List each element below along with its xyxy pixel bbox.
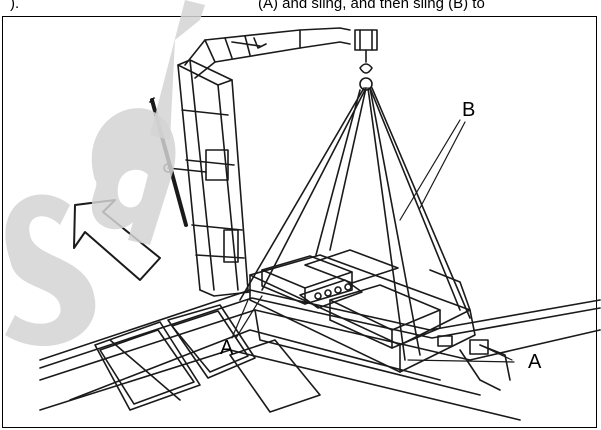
caption-right-fragment: (A) and sling, and then sling (B) to — [258, 0, 485, 12]
callout-label-b: B — [462, 99, 476, 121]
callout-label-a-left: A — [220, 337, 234, 359]
figure-frame — [2, 16, 597, 428]
caption-strip: ). (A) and sling, and then sling (B) to — [0, 0, 601, 16]
floor-panel-left — [94, 304, 321, 413]
caption-left-fragment: ). — [10, 0, 20, 12]
sling-lines — [239, 87, 471, 361]
callout-label-a-right: A — [528, 351, 542, 373]
battery-assembly — [249, 249, 511, 391]
watermark-logo — [5, 0, 205, 347]
crane-boom — [184, 27, 378, 91]
callout-leaders — [231, 119, 515, 363]
